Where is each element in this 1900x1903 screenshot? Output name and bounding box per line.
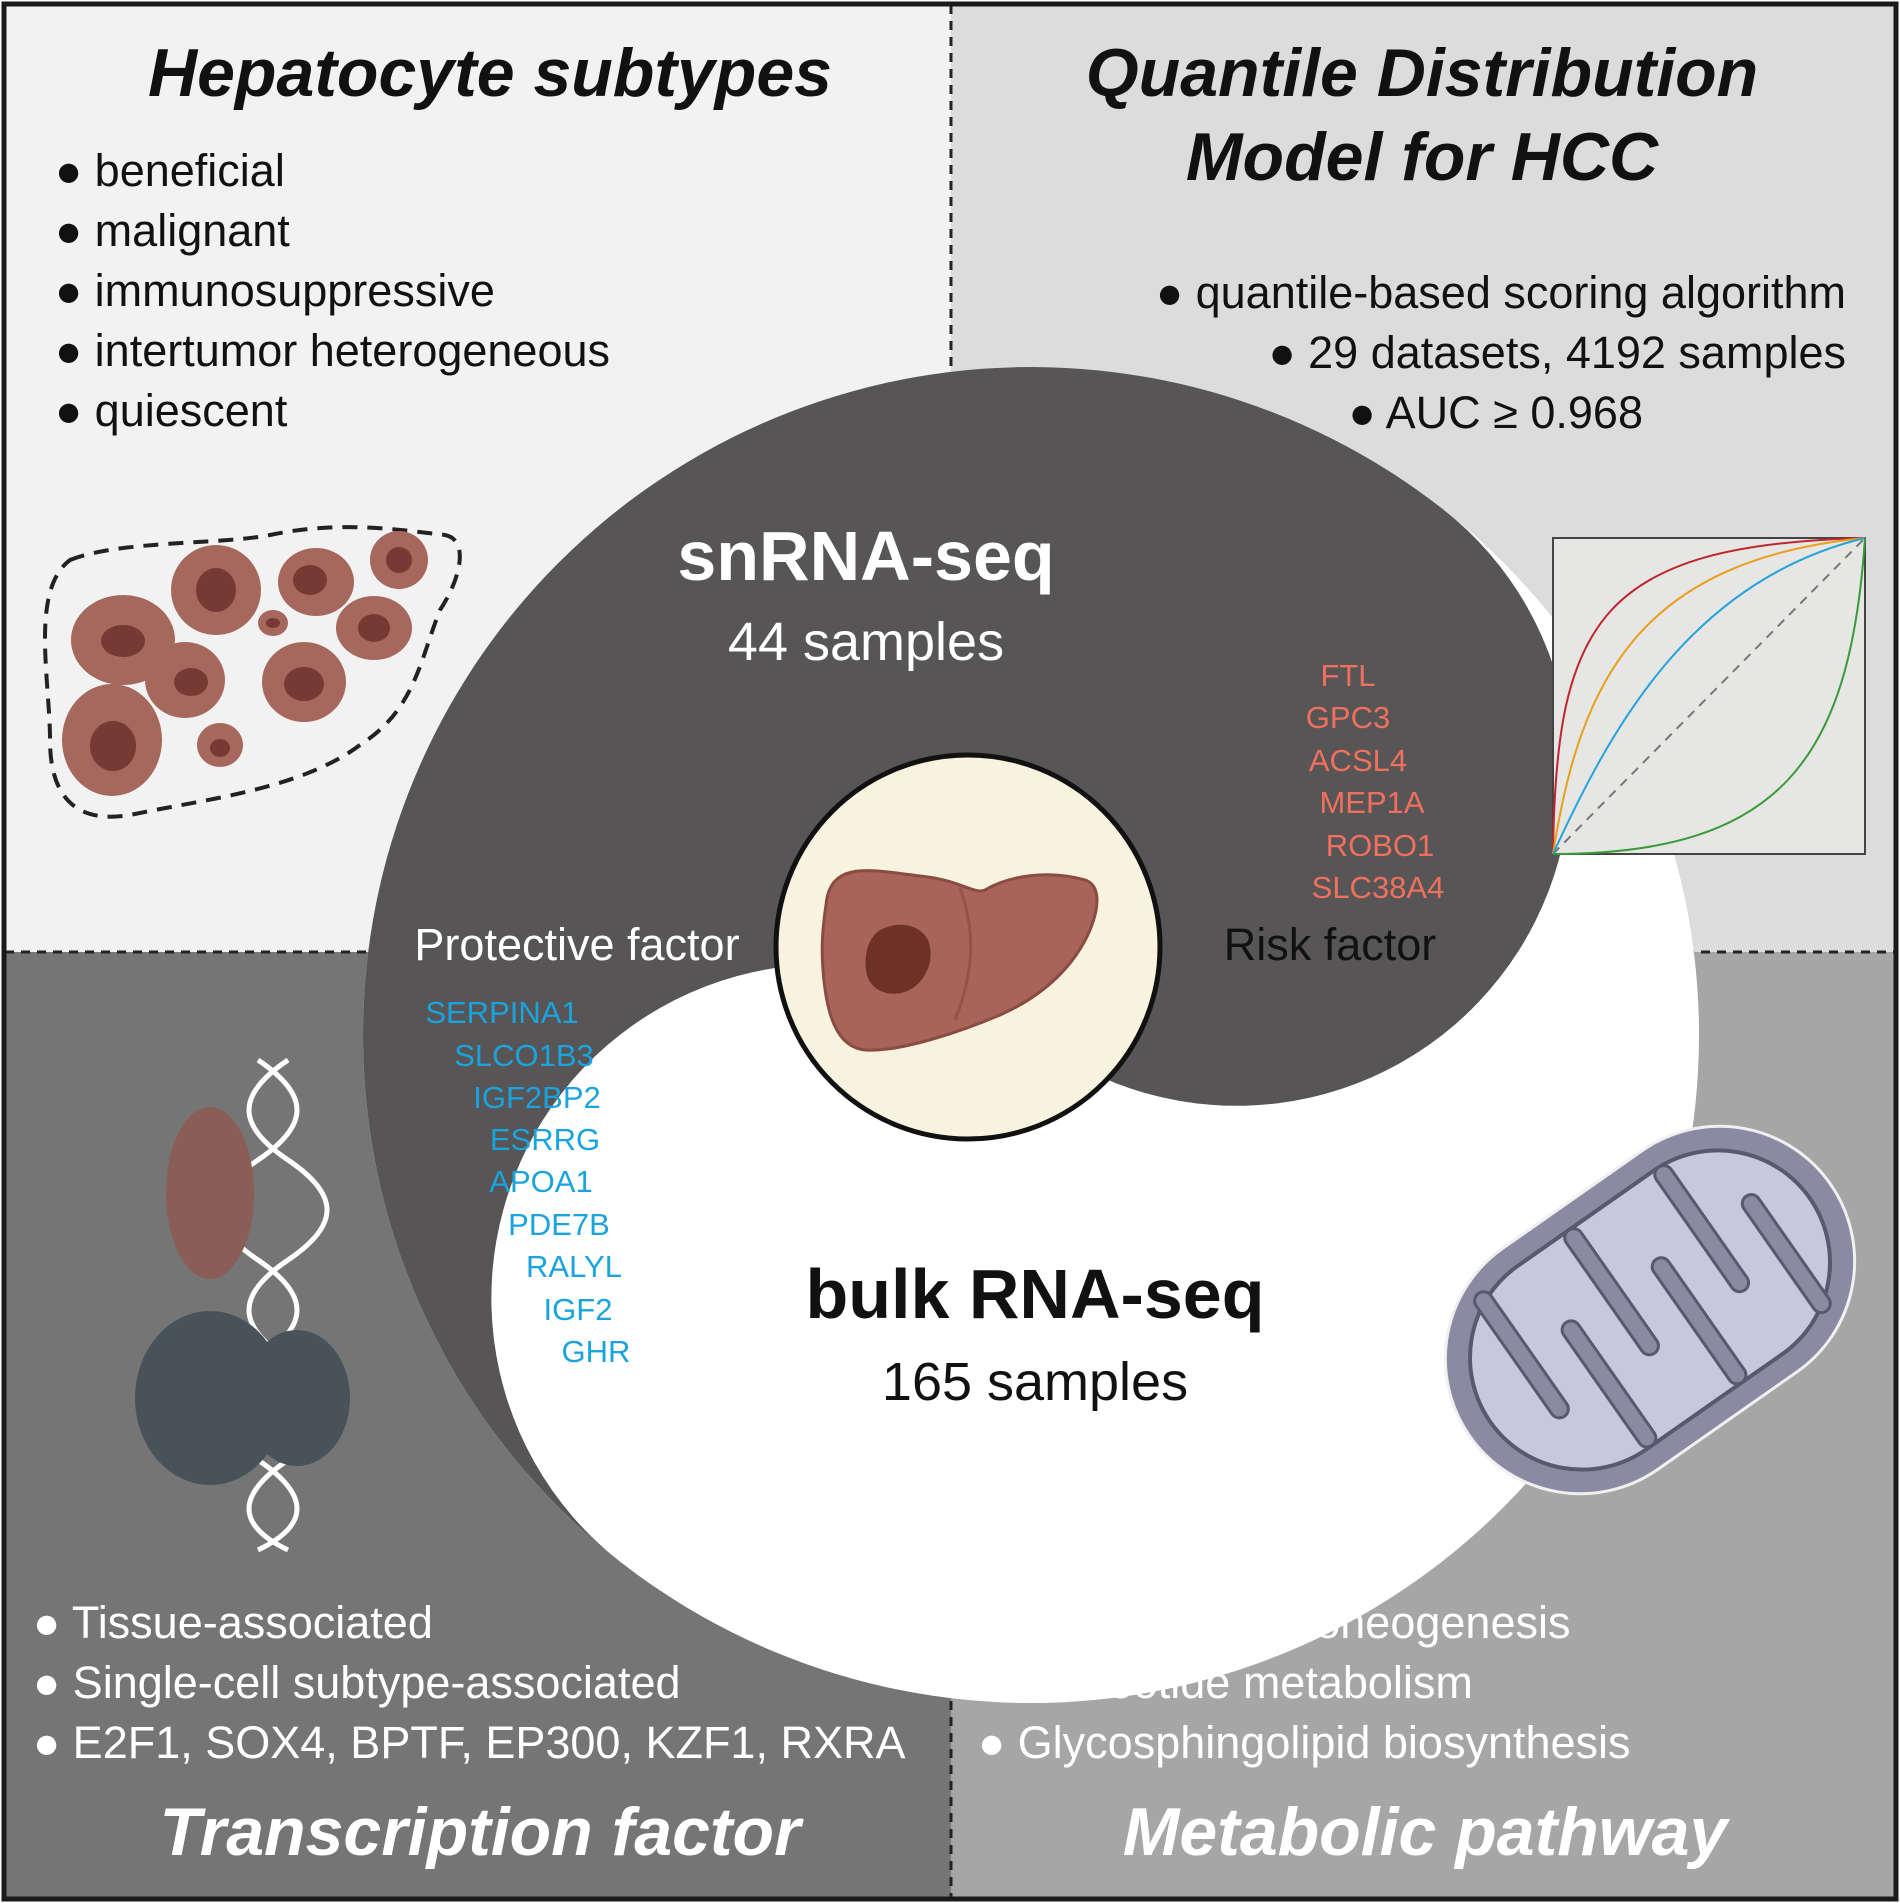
- bullet-beneficial: ● beneficial: [55, 145, 285, 196]
- roc-curve-icon: [1552, 537, 1866, 855]
- hepatocyte-bullet-list: ● beneficial ● malignant ● immunosuppres…: [55, 145, 610, 436]
- bullet-scoring-algorithm: ● quantile-based scoring algorithm: [1156, 267, 1846, 318]
- bulk-rnaseq-title: bulk RNA-seq: [806, 1255, 1265, 1333]
- gene-mep1a: MEP1A: [1319, 785, 1424, 820]
- title-quantile-line2: Model for HCC: [1186, 119, 1659, 195]
- transcription-bullet-list: ● Tissue-associated ● Single-cell subtyp…: [33, 1597, 906, 1768]
- bullet-tf-list: ● E2F1, SOX4, BPTF, EP300, KZF1, RXRA: [33, 1717, 906, 1768]
- risk-gene-list: FTL GPC3 ACSL4 MEP1A ROBO1 SLC38A4: [1306, 658, 1445, 905]
- bullet-tissue-associated: ● Tissue-associated: [33, 1597, 433, 1648]
- gene-slco1b3: SLCO1B3: [454, 1038, 594, 1073]
- mitochondrion-icon: [1443, 1124, 1857, 1496]
- risk-factor-label: Risk factor: [1224, 919, 1437, 970]
- gene-apoa1: APOA1: [489, 1164, 592, 1199]
- bullet-datasets: ● 29 datasets, 4192 samples: [1268, 327, 1846, 378]
- gene-gpc3: GPC3: [1306, 700, 1390, 735]
- gene-serpina1: SERPINA1: [425, 995, 578, 1030]
- bullet-glycolysis: ● Glycolysis/gluconeogenesis: [978, 1597, 1570, 1648]
- bullet-immunosuppressive: ● immunosuppressive: [55, 265, 495, 316]
- quantile-bullet-list: ● quantile-based scoring algorithm ● 29 …: [1156, 267, 1846, 438]
- title-transcription-factor: Transcription factor: [159, 1794, 804, 1870]
- gene-ghr: GHR: [562, 1334, 631, 1369]
- dna-transcription-factor-icon: [135, 1057, 350, 1553]
- bullet-quiescent: ● quiescent: [55, 385, 288, 436]
- gene-igf2: IGF2: [544, 1292, 613, 1327]
- snrna-seq-title: snRNA-seq: [677, 517, 1054, 595]
- protective-gene-list: SERPINA1 SLCO1B3 IGF2BP2 ESRRG APOA1 PDE…: [425, 995, 630, 1369]
- gene-pde7b: PDE7B: [508, 1207, 610, 1242]
- liver-tumor-icon: [773, 752, 1163, 1142]
- gene-igf2bp2: IGF2BP2: [473, 1080, 601, 1115]
- gene-ftl: FTL: [1320, 658, 1375, 693]
- hepatocyte-cluster-icon: [43, 525, 462, 819]
- title-hepatocyte-subtypes: Hepatocyte subtypes: [148, 35, 832, 111]
- title-quantile-line1: Quantile Distribution: [1086, 35, 1758, 111]
- bullet-malignant: ● malignant: [55, 205, 290, 256]
- gene-ralyl: RALYL: [526, 1249, 622, 1284]
- gene-slc38a4: SLC38A4: [1312, 870, 1445, 905]
- bulk-rnaseq-samples: 165 samples: [882, 1352, 1188, 1412]
- gene-acsl4: ACSL4: [1309, 743, 1407, 778]
- title-metabolic-pathway: Metabolic pathway: [1123, 1794, 1731, 1870]
- metabolic-bullet-list: ● Glycolysis/gluconeogenesis ● Nucleotid…: [978, 1597, 1631, 1768]
- protective-factor-label: Protective factor: [414, 919, 739, 970]
- bullet-nucleotide: ● Nucleotide metabolism: [978, 1657, 1473, 1708]
- gene-robo1: ROBO1: [1326, 828, 1435, 863]
- bullet-glycosphingolipid: ● Glycosphingolipid biosynthesis: [978, 1717, 1631, 1768]
- bullet-single-cell-subtype: ● Single-cell subtype-associated: [33, 1657, 681, 1708]
- gene-esrrg: ESRRG: [490, 1122, 600, 1157]
- snrna-seq-samples: 44 samples: [728, 612, 1004, 672]
- bullet-auc: ● AUC ≥ 0.968: [1348, 387, 1643, 438]
- bullet-intertumor-heterogeneous: ● intertumor heterogeneous: [55, 325, 610, 376]
